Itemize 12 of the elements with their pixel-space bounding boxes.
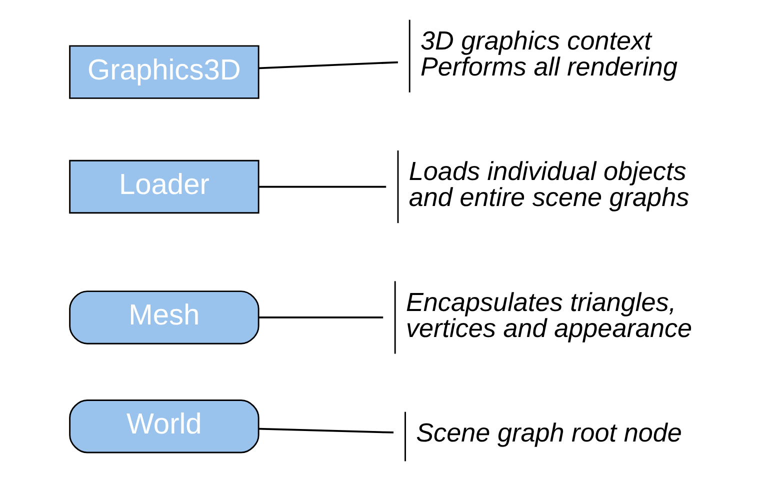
connector [259,61,398,70]
connector [259,428,394,434]
node-text: 3D graphics context Performs all rendering [420,25,678,82]
node-box: Graphics3D [69,45,260,99]
node-text: Loads individual objects and entire scene graphs [408,156,690,212]
node-box: Mesh [69,290,260,344]
connector [259,186,386,188]
node-text: Encapsulates triangles, vertices and appearance [406,286,692,343]
node-text: Scene graph root node [416,417,682,448]
connector [259,316,384,318]
node-box: World [69,400,260,454]
node-box: Loader [69,160,260,214]
